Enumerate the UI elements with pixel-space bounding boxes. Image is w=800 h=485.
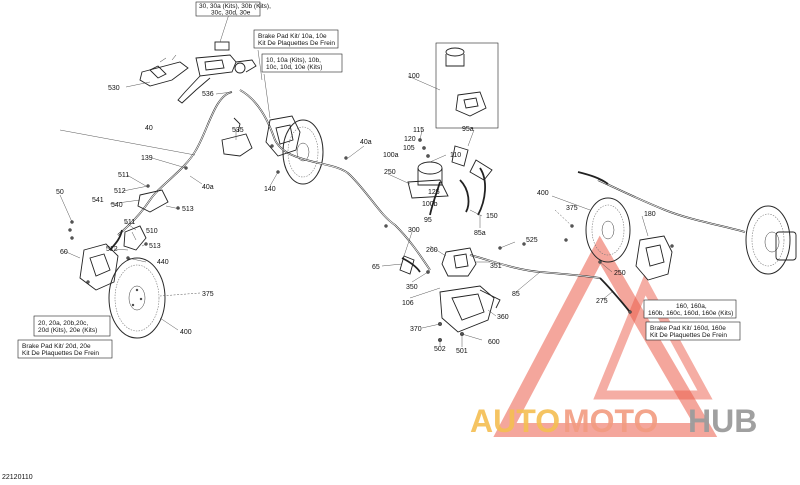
brake-pad-box-left: Brake Pad Kit/ 20d, 20e Kit De Plaquette… bbox=[17, 339, 113, 359]
callout-120: 120 bbox=[404, 136, 416, 143]
callout-600: 600 bbox=[488, 339, 500, 346]
callout-100a: 100a bbox=[383, 152, 399, 159]
figure-id-label: 22120110 bbox=[2, 474, 33, 481]
callout-95a: 95a bbox=[462, 126, 474, 133]
callout-140: 140 bbox=[264, 186, 276, 193]
callout-85: 85 bbox=[512, 291, 520, 298]
callout-125: 125 bbox=[428, 189, 440, 196]
svg-text:160b, 160c, 160d, 160e (Kits): 160b, 160c, 160d, 160e (Kits) bbox=[648, 310, 733, 317]
caliper-front bbox=[265, 115, 301, 157]
reservoir-assembly bbox=[407, 138, 493, 199]
callout-375-right: 375 bbox=[566, 205, 578, 212]
callout-139: 139 bbox=[141, 155, 153, 162]
callout-85a: 85a bbox=[474, 230, 486, 237]
callout-536: 536 bbox=[202, 91, 214, 98]
rotor-right bbox=[585, 197, 631, 263]
svg-text:10c, 10d, 10e (Kits): 10c, 10d, 10e (Kits) bbox=[266, 64, 322, 71]
callout-275: 275 bbox=[596, 298, 608, 305]
watermark-word-hub: HUB bbox=[688, 403, 757, 439]
callout-150: 150 bbox=[486, 213, 498, 220]
callout-370: 370 bbox=[410, 326, 422, 333]
svg-text:10, 10a (Kits), 10b,: 10, 10a (Kits), 10b, bbox=[266, 57, 321, 64]
bracket-510 bbox=[123, 189, 169, 251]
kit-box-20: 20, 20a, 20b,20c, 20d (Kits), 20e (Kits) bbox=[33, 315, 111, 337]
callout-250-right: 250 bbox=[614, 270, 626, 277]
kit-box-10: 10, 10a (Kits), 10b, 10c, 10d, 10e (Kits… bbox=[261, 53, 343, 73]
svg-text:Brake Pad Kit/ 160d, 160e: Brake Pad Kit/ 160d, 160e bbox=[650, 325, 726, 332]
callout-510: 510 bbox=[146, 228, 158, 235]
callout-95: 95 bbox=[424, 217, 432, 224]
callout-375-left: 375 bbox=[202, 291, 214, 298]
callout-260: 260 bbox=[426, 247, 438, 254]
svg-text:20, 20a, 20b,20c,: 20, 20a, 20b,20c, bbox=[38, 320, 88, 327]
callout-501: 501 bbox=[456, 348, 468, 355]
callout-502: 502 bbox=[434, 346, 446, 353]
callout-525: 525 bbox=[526, 237, 538, 244]
watermark-word-moto: MOTO bbox=[563, 403, 658, 439]
callout-400-left: 400 bbox=[180, 329, 192, 336]
svg-text:Kit De Plaquettes De Frein: Kit De Plaquettes De Frein bbox=[22, 350, 99, 357]
callout-labels: 530 536 535 40 40a 139 140 511 512 513 5… bbox=[56, 73, 656, 355]
callout-105: 105 bbox=[403, 145, 415, 152]
callout-351: 351 bbox=[490, 263, 502, 270]
callout-50: 50 bbox=[56, 189, 64, 196]
callout-40: 40 bbox=[145, 125, 153, 132]
svg-text:Brake Pad Kit/ 20d, 20e: Brake Pad Kit/ 20d, 20e bbox=[22, 343, 91, 350]
callout-110: 110 bbox=[450, 152, 461, 159]
callout-535: 535 bbox=[232, 127, 244, 134]
caliper-left bbox=[79, 243, 119, 291]
reservoir-inset bbox=[435, 42, 499, 129]
callout-106: 106 bbox=[402, 300, 414, 307]
callout-540: 540 bbox=[111, 202, 123, 209]
callout-400-right: 400 bbox=[537, 190, 549, 197]
fasteners-center bbox=[344, 156, 526, 250]
svg-text:30, 30a (Kits), 30b (Kits),: 30, 30a (Kits), 30b (Kits), bbox=[199, 3, 271, 10]
callout-100: 100 bbox=[408, 73, 420, 80]
watermark-logo: AUTO MOTO HUB bbox=[470, 235, 757, 439]
callout-513-b: 513 bbox=[149, 243, 161, 250]
callout-100b: 100b bbox=[422, 201, 438, 208]
svg-text:Brake Pad Kit/ 10a, 10e: Brake Pad Kit/ 10a, 10e bbox=[258, 33, 327, 40]
handlebar-master-cylinder bbox=[177, 41, 257, 104]
bracket-530 bbox=[139, 54, 189, 87]
rotor-left bbox=[108, 257, 166, 339]
callout-530: 530 bbox=[108, 85, 120, 92]
rotor-far-right bbox=[745, 205, 797, 275]
svg-text:20d (Kits), 20e (Kits): 20d (Kits), 20e (Kits) bbox=[38, 327, 97, 334]
kit-box-top: 30, 30a (Kits), 30b (Kits), 30c, 30d, 30… bbox=[195, 1, 271, 17]
callout-511-b: 511 bbox=[124, 219, 135, 226]
callout-180: 180 bbox=[644, 211, 656, 218]
svg-text:Kit De Plaquettes De Frein: Kit De Plaquettes De Frein bbox=[650, 332, 727, 339]
svg-text:160, 160a,: 160, 160a, bbox=[676, 303, 707, 310]
brake-pad-box-right: Brake Pad Kit/ 160d, 160e Kit De Plaquet… bbox=[645, 321, 741, 341]
callout-115: 115 bbox=[413, 127, 424, 134]
callout-440: 440 bbox=[157, 259, 169, 266]
callout-513-a: 513 bbox=[182, 206, 194, 213]
callout-40a-mid: 40a bbox=[360, 139, 372, 146]
bracket-535 bbox=[221, 117, 253, 157]
svg-text:Kit De Plaquettes De Frein: Kit De Plaquettes De Frein bbox=[258, 40, 335, 47]
callout-350: 350 bbox=[406, 284, 418, 291]
callout-512-a: 512 bbox=[114, 188, 126, 195]
callout-40a-left: 40a bbox=[202, 184, 214, 191]
callout-65: 65 bbox=[372, 264, 380, 271]
callout-512-b: 512 bbox=[106, 246, 118, 253]
callout-250: 250 bbox=[384, 169, 396, 176]
callout-541: 541 bbox=[92, 197, 104, 204]
kit-box-160: 160, 160a, 160b, 160c, 160d, 160e (Kits) bbox=[643, 299, 737, 319]
watermark-word-auto: AUTO bbox=[470, 403, 560, 439]
callout-60: 60 bbox=[60, 249, 68, 256]
svg-text:30c, 30d, 30e: 30c, 30d, 30e bbox=[211, 10, 251, 17]
callout-360: 360 bbox=[497, 314, 509, 321]
callout-511-a: 511 bbox=[118, 172, 129, 179]
callout-300: 300 bbox=[408, 227, 420, 234]
brake-pad-box-top: Brake Pad Kit/ 10a, 10e Kit De Plaquette… bbox=[253, 29, 339, 49]
rear-master-cylinder bbox=[399, 247, 477, 277]
pedal-bracket-600 bbox=[438, 285, 501, 343]
